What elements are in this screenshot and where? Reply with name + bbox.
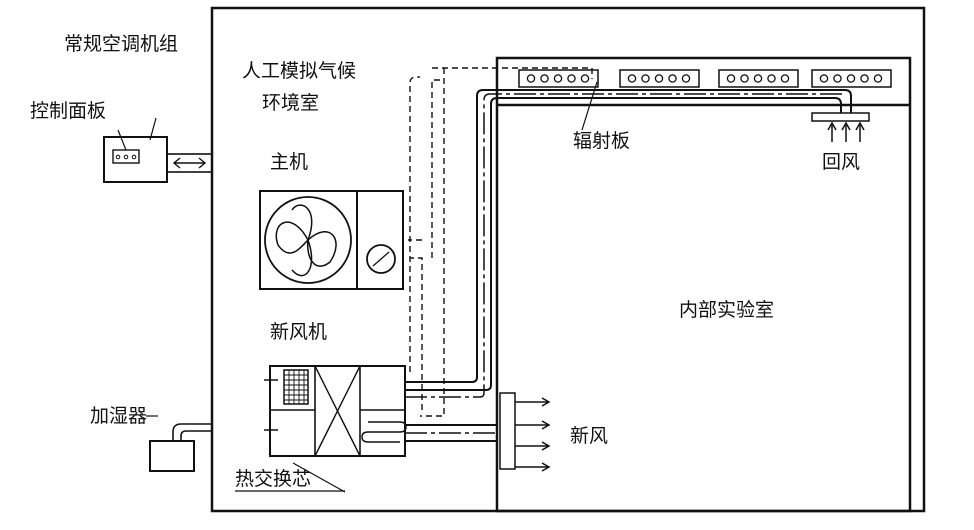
radiant-panel-tube — [553, 74, 563, 83]
radiant-panel-tube — [627, 74, 637, 83]
humidifier-label: 加湿器 — [90, 405, 148, 427]
radiant-panel-tube — [846, 74, 856, 83]
radiant-panel-tube — [668, 74, 677, 83]
fresh-air-unit-label: 新风机 — [270, 321, 328, 343]
inner-lab-label: 内部实验室 — [679, 299, 775, 321]
humidifier-box — [146, 415, 212, 472]
control-wires — [408, 67, 593, 417]
fresh-air-label: 新风 — [570, 425, 609, 447]
fresh-air-unit — [264, 365, 407, 493]
radiant-panel-tube — [860, 74, 869, 83]
main-unit-label: 主机 — [270, 151, 309, 173]
radiant-panel-tube — [753, 74, 763, 83]
inner-lab-wall — [495, 56, 912, 513]
radiant-panel-tube — [540, 74, 549, 83]
radiant-panel-tube — [780, 74, 790, 83]
radiant-panel-tube — [526, 74, 536, 83]
radiant-panel-label: 辐射板 — [573, 130, 631, 152]
return-air-label: 回风 — [822, 151, 861, 173]
radiant-panel-tube — [567, 74, 576, 83]
chamber-label-line1: 人工模拟气候 — [242, 60, 357, 82]
radiant-panel-tube — [873, 74, 883, 83]
radiant-panels — [518, 69, 892, 88]
radiant-panel-tube — [819, 74, 829, 83]
control-panel-label: 控制面板 — [30, 100, 107, 122]
radiant-panel-tube — [726, 74, 736, 83]
radiant-panel-tube — [767, 74, 776, 83]
return-air-vent — [811, 112, 870, 142]
radiant-panel-leader — [581, 81, 598, 131]
pipes — [405, 89, 852, 442]
fresh-air-diffuser — [499, 392, 551, 472]
main-unit — [259, 190, 404, 290]
radiant-panel-tube — [740, 74, 749, 83]
ac-unit-label: 常规空调机组 — [64, 33, 179, 55]
heat-exchange-core-label: 热交换芯 — [235, 468, 312, 490]
radiant-panel-tube — [580, 74, 590, 83]
radiant-panel-tube — [641, 74, 650, 83]
radiant-panel-tube — [654, 74, 664, 83]
chamber-label-line2: 环境室 — [262, 92, 320, 114]
radiant-panel-tube — [833, 74, 842, 83]
control-panel-box — [103, 117, 213, 183]
climate-chamber-wall — [210, 6, 926, 513]
radiant-panel-tube — [681, 74, 691, 83]
